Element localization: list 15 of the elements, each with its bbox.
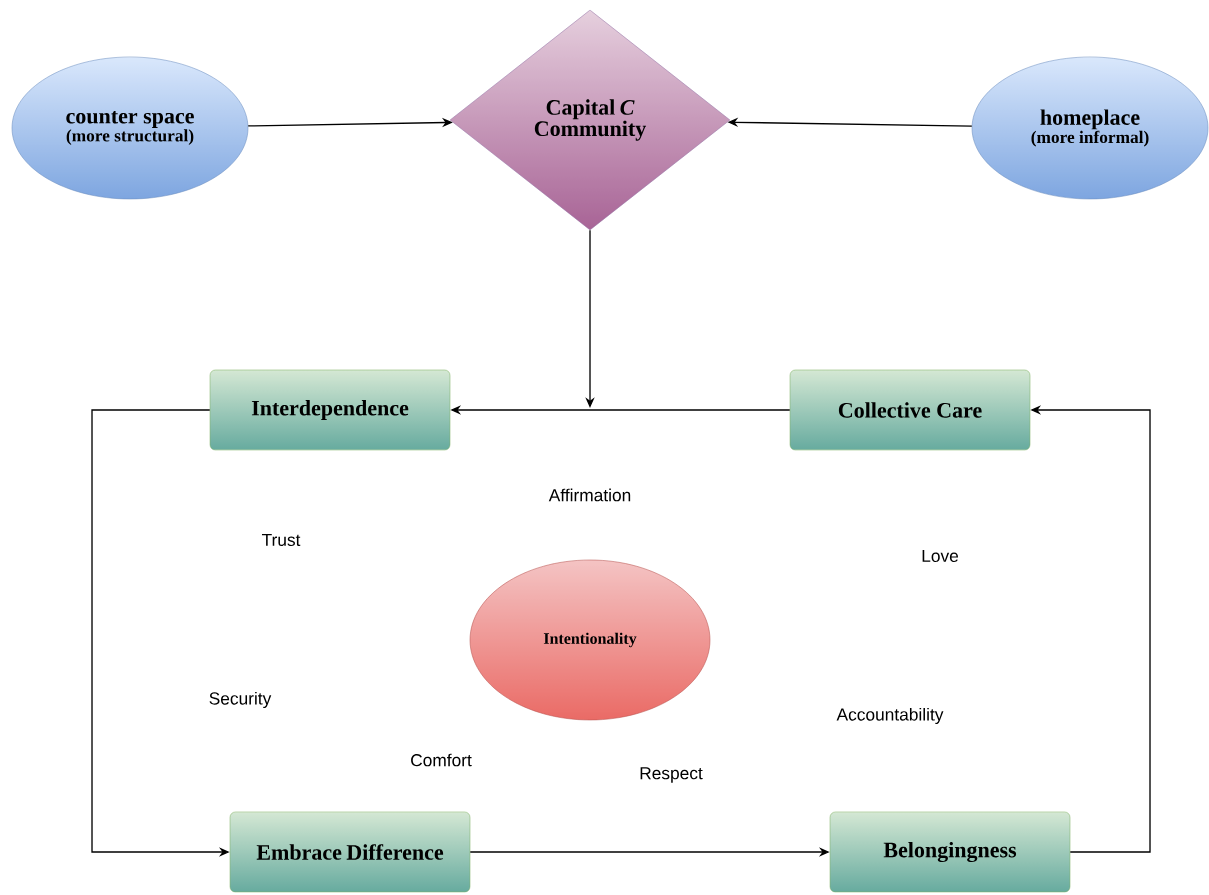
- ellipse-node: counter space (more structural): [11, 56, 249, 200]
- process-box: Belongingness: [829, 811, 1071, 893]
- process-box: Collective Care: [789, 369, 1031, 451]
- diamond-node: Capital C Community: [449, 9, 731, 231]
- process-box: Interdependence: [209, 369, 451, 451]
- ellipse-node: Intentionality: [469, 559, 711, 721]
- concept-label: Security: [209, 691, 272, 709]
- concept-label: Respect: [640, 767, 703, 783]
- concept-label: Trust: [262, 533, 301, 547]
- concept-label: Affirmation: [548, 488, 631, 502]
- concept-label: Accountability: [836, 707, 944, 725]
- concept-label: Love: [922, 549, 958, 563]
- ellipse-node: homeplace (more informal): [971, 56, 1209, 200]
- concept-label: Comfort: [411, 753, 472, 767]
- process-box: Embrace Difference: [229, 811, 471, 893]
